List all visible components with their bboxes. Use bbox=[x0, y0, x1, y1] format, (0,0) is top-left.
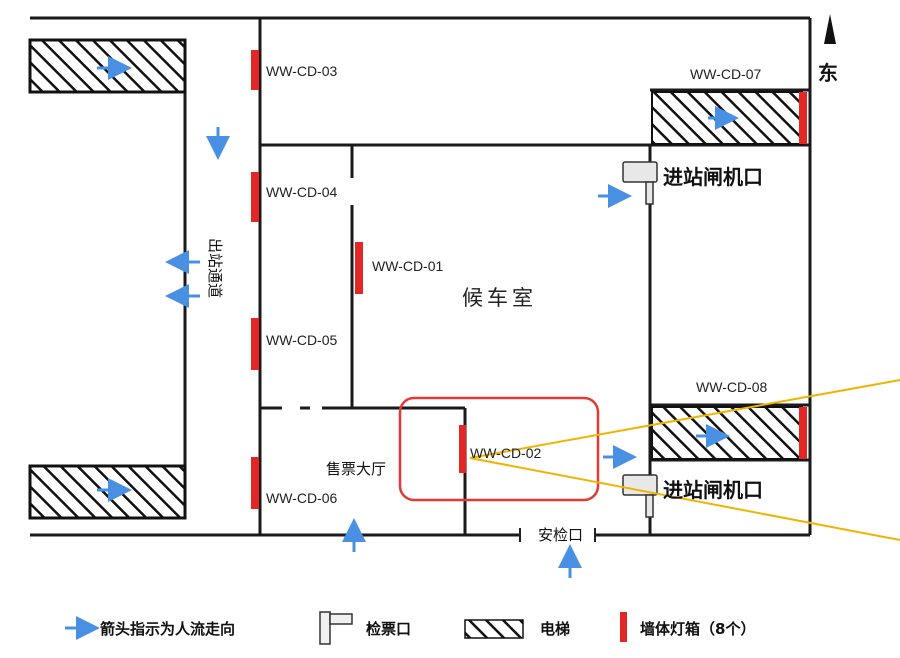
escalator-top-left bbox=[28, 38, 187, 94]
escalator-bottom-left bbox=[28, 464, 187, 520]
lightbox-cd01 bbox=[355, 242, 363, 294]
label-waiting-room: 候车室 bbox=[462, 286, 537, 310]
north-marker: 东 bbox=[818, 14, 838, 85]
legend-checkpoint-icon bbox=[319, 611, 353, 645]
gate-bottom bbox=[622, 474, 658, 518]
legend-escalator-icon bbox=[464, 619, 524, 639]
gate-top bbox=[622, 161, 658, 205]
label-cd02: WW-CD-02 bbox=[470, 445, 542, 461]
label-gate-1: 进站闸机口 bbox=[663, 165, 763, 189]
lightbox-cd07 bbox=[799, 92, 807, 144]
north-label: 东 bbox=[818, 61, 838, 85]
label-cd07: WW-CD-07 bbox=[690, 66, 762, 82]
label-cd01: WW-CD-01 bbox=[372, 258, 444, 274]
lightbox-cd02 bbox=[459, 425, 466, 473]
label-cd05: WW-CD-05 bbox=[266, 332, 338, 348]
label-cd03: WW-CD-03 bbox=[266, 63, 338, 79]
label-cd06: WW-CD-06 bbox=[266, 490, 338, 506]
legend: 箭头指示为人流走向 检票口 电梯 墙体灯箱（8个） bbox=[65, 611, 755, 645]
label-security: 安检口 bbox=[538, 526, 583, 544]
legend-arrow-label: 箭头指示为人流走向 bbox=[100, 620, 235, 638]
legend-escalator-label: 电梯 bbox=[540, 620, 570, 638]
escalator-right-bottom bbox=[651, 406, 803, 460]
lightboxes bbox=[251, 50, 807, 509]
security-marks bbox=[519, 528, 650, 542]
lightbox-cd08 bbox=[799, 407, 807, 459]
label-gate-2: 进站闸机口 bbox=[663, 478, 763, 502]
lightbox-cd03 bbox=[251, 50, 259, 90]
labels: WW-CD-03 WW-CD-04 WW-CD-01 WW-CD-05 WW-C… bbox=[206, 63, 768, 544]
escalators bbox=[28, 38, 803, 520]
legend-checkpoint-label: 检票口 bbox=[366, 620, 411, 638]
lightbox-cd04 bbox=[251, 172, 259, 222]
label-cd04: WW-CD-04 bbox=[266, 184, 338, 200]
legend-lightbox-icon bbox=[620, 612, 627, 642]
ticket-gates bbox=[622, 161, 658, 518]
label-ticket-hall: 售票大厅 bbox=[326, 460, 386, 478]
callout-lines bbox=[469, 379, 900, 541]
legend-lightbox-label: 墙体灯箱（8个） bbox=[640, 620, 755, 638]
label-cd08: WW-CD-08 bbox=[696, 379, 768, 395]
lightbox-cd05 bbox=[251, 318, 259, 370]
highlight-box bbox=[398, 396, 600, 502]
flow-arrows bbox=[97, 56, 739, 578]
lightbox-cd06 bbox=[251, 457, 259, 509]
label-exit-corridor: 出站通道 bbox=[206, 238, 224, 298]
